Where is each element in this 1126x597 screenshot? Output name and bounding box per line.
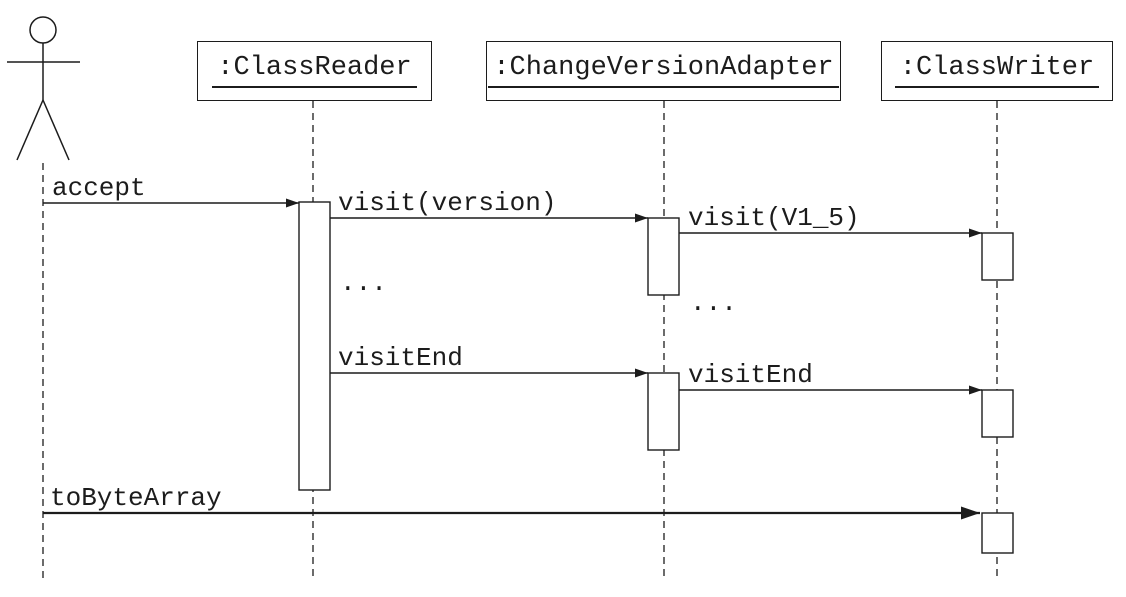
activation-changeversionadapter-2 — [647, 372, 680, 451]
actor-leg-right — [42, 99, 70, 161]
object-name-classreader: :ClassReader — [212, 53, 417, 89]
actor-leg-left — [16, 99, 44, 161]
object-box-classwriter: :ClassWriter — [881, 41, 1113, 101]
activation-classwriter-3 — [981, 512, 1014, 554]
actor-figure — [7, 16, 80, 161]
activation-classreader — [298, 201, 331, 491]
object-box-changeversionadapter: :ChangeVersionAdapter — [486, 41, 841, 101]
object-box-classreader: :ClassReader — [197, 41, 432, 101]
message-label-visitend-1: visitEnd — [338, 343, 463, 373]
message-label-visitend-2: visitEnd — [688, 360, 813, 390]
object-name-changeversionadapter: :ChangeVersionAdapter — [488, 53, 839, 89]
activation-classwriter-2 — [981, 389, 1014, 438]
activation-changeversionadapter-1 — [647, 217, 680, 296]
activation-classwriter-1 — [981, 232, 1014, 281]
ellipsis-annotation-classreader: ... — [340, 268, 387, 298]
message-label-visit-v1-5: visit(V1_5) — [688, 203, 860, 233]
object-name-classwriter: :ClassWriter — [894, 53, 1100, 89]
message-label-tobytearray: toByteArray — [50, 483, 222, 513]
message-label-accept: accept — [52, 173, 146, 203]
ellipsis-annotation-changeversionadapter: ... — [690, 288, 737, 318]
actor-head — [29, 16, 57, 44]
message-label-visit-version: visit(version) — [338, 188, 557, 218]
